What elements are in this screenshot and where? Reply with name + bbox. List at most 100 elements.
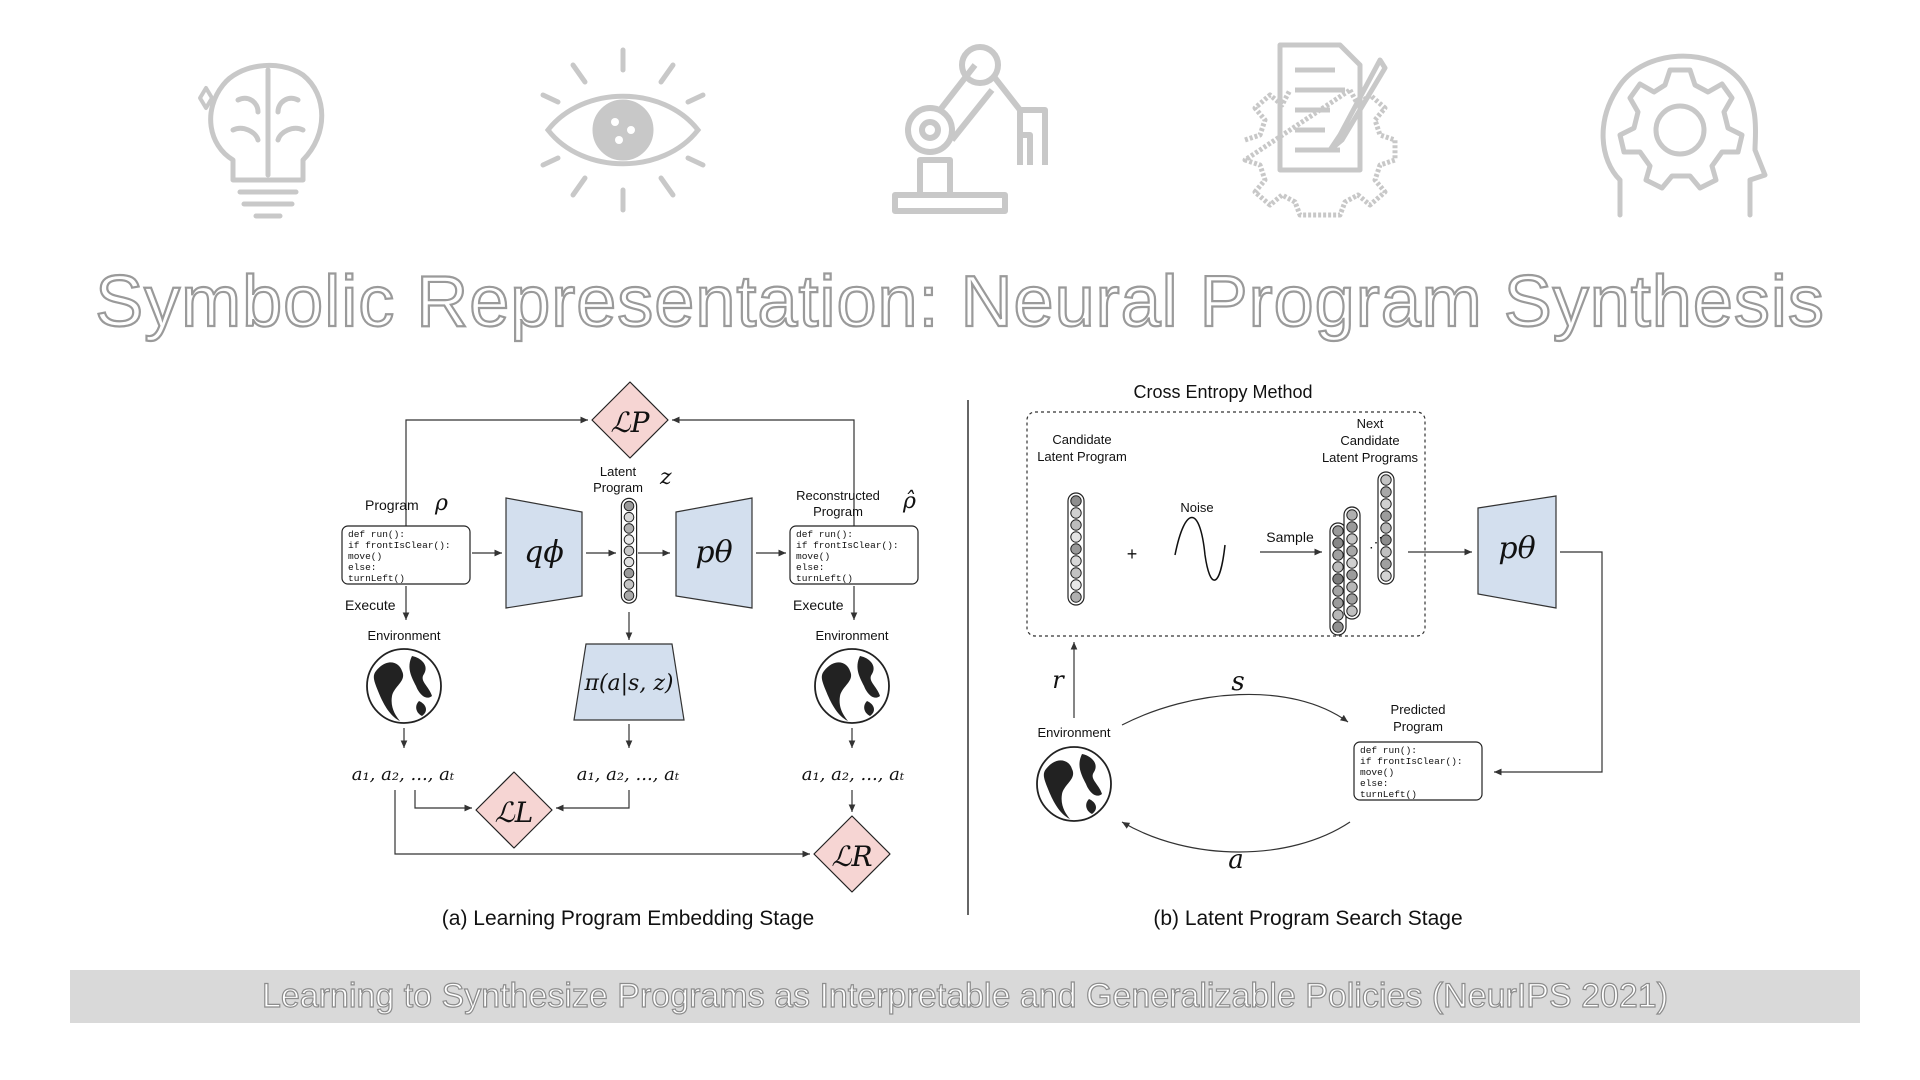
latent-unit: [1380, 558, 1392, 570]
latent-unit: [1332, 537, 1344, 549]
latent-unit: [1332, 597, 1344, 609]
code-line: else:: [796, 562, 825, 573]
globe-icon: [814, 648, 890, 724]
encoder-network: qϕ: [505, 497, 583, 609]
page-title: Symbolic Representation: Neural Program …: [94, 261, 1825, 343]
rho-symbol: ρ: [434, 491, 448, 516]
latent-unit: [1346, 569, 1358, 581]
latent-unit: [1380, 498, 1392, 510]
code-line: move(): [1360, 767, 1394, 778]
latent-unit: [1332, 549, 1344, 561]
sample-label: Sample: [1266, 529, 1314, 545]
action-sequence: a₁, a₂, ..., aₜ: [577, 764, 680, 785]
latent-unit: [1380, 486, 1392, 498]
robot-arm-icon: [880, 40, 1060, 220]
reconstructed-label: Reconstructed: [796, 488, 880, 503]
latent-unit: [1380, 522, 1392, 534]
document-gear-icon: [1230, 40, 1410, 220]
latent-unit: [1380, 510, 1392, 522]
next-candidate-label: Candidate: [1340, 433, 1399, 448]
latent-unit: [1380, 546, 1392, 558]
latent-unit: [1070, 495, 1082, 507]
candidate-label: Candidate: [1052, 432, 1111, 447]
latent-unit: [623, 511, 635, 523]
decoder-label: pθ: [1498, 531, 1535, 566]
latent-unit: [1380, 534, 1392, 546]
action-sequence: a₁, a₂, ..., aₜ: [802, 764, 905, 785]
action-symbol: a: [1228, 845, 1244, 875]
next-candidate-label: Latent Programs: [1322, 450, 1419, 465]
code-line: if frontIsClear():: [348, 540, 451, 551]
latent-unit: [1346, 557, 1358, 569]
code-line: move(): [348, 551, 382, 562]
latent-unit: [623, 500, 635, 512]
loss-p-diamond: ℒP: [591, 381, 669, 459]
code-line: def run():: [348, 529, 405, 540]
head-gear-icon: [1590, 40, 1770, 220]
latent-unit: [1332, 561, 1344, 573]
rho-hat-symbol: ρ̂: [902, 489, 916, 514]
environment-label: Environment: [1038, 725, 1111, 740]
z-symbol: z: [659, 465, 672, 490]
cem-box: [1026, 411, 1426, 637]
latent-unit: [1070, 555, 1082, 567]
latent-unit: [1346, 545, 1358, 557]
latent-unit: [1070, 531, 1082, 543]
latent-unit: [1332, 525, 1344, 537]
decoder-network: pθ: [675, 497, 753, 609]
caption-b: (b) Latent Program Search Stage: [1153, 907, 1462, 930]
latent-unit: [623, 590, 635, 601]
environment-label: Environment: [368, 628, 441, 643]
encoder-label: qϕ: [524, 535, 564, 570]
latent-unit: [623, 567, 635, 579]
state-symbol: s: [1231, 667, 1244, 697]
brain-lightbulb-icon: [178, 40, 358, 220]
execute-label: Execute: [345, 597, 396, 613]
code-line: if frontIsClear():: [1360, 756, 1463, 767]
latent-unit: [1070, 519, 1082, 531]
reconstructed-label: Program: [813, 504, 863, 519]
latent-unit: [1380, 474, 1392, 486]
code-line: def run():: [1360, 745, 1417, 756]
reconstructed-program-code: def run(): if frontIsClear(): move() els…: [789, 525, 919, 585]
plus-sign: +: [1127, 544, 1138, 564]
input-program-code: def run(): if frontIsClear(): move() els…: [341, 525, 471, 585]
predicted-program-code: def run(): if frontIsClear(): move() els…: [1353, 741, 1483, 801]
decoder-label: pθ: [695, 535, 732, 570]
code-line: turnLeft(): [1360, 789, 1417, 800]
latent-unit: [1070, 543, 1082, 555]
execute-label: Execute: [793, 597, 844, 613]
latent-unit: [1346, 605, 1358, 617]
latent-unit: [1346, 509, 1358, 521]
program-label: Program: [365, 497, 419, 513]
latent-unit: [1070, 579, 1082, 591]
latent-unit: [1332, 573, 1344, 585]
code-line: turnLeft(): [796, 573, 853, 584]
latent-unit: [1332, 621, 1344, 633]
globe-icon: [1036, 746, 1112, 822]
policy-network: π(a|s, z): [573, 643, 685, 721]
eye-icon: [533, 40, 713, 220]
latent-unit: [1346, 581, 1358, 593]
code-line: else:: [1360, 778, 1389, 789]
predicted-label: Predicted: [1391, 702, 1446, 717]
latent-unit: [623, 545, 635, 557]
decoder-network: pθ: [1477, 495, 1557, 609]
code-line: else:: [348, 562, 377, 573]
latent-unit: [623, 579, 635, 590]
latent-unit: [1346, 533, 1358, 545]
noise-label: Noise: [1180, 500, 1213, 515]
caption-a: (a) Learning Program Embedding Stage: [442, 907, 814, 930]
candidate-label: Latent Program: [1037, 449, 1127, 464]
code-line: turnLeft(): [348, 573, 405, 584]
latent-unit: [1380, 570, 1392, 582]
latent-unit: [623, 523, 635, 534]
predicted-label: Program: [1393, 719, 1443, 734]
code-line: def run():: [796, 529, 853, 540]
next-latent-vectors: [1329, 471, 1395, 636]
latent-label: Latent: [600, 464, 637, 479]
reward-symbol: r: [1052, 666, 1065, 694]
next-candidate-label: Next: [1357, 416, 1384, 431]
latent-unit: [1346, 593, 1358, 605]
latent-unit: [1070, 591, 1082, 603]
